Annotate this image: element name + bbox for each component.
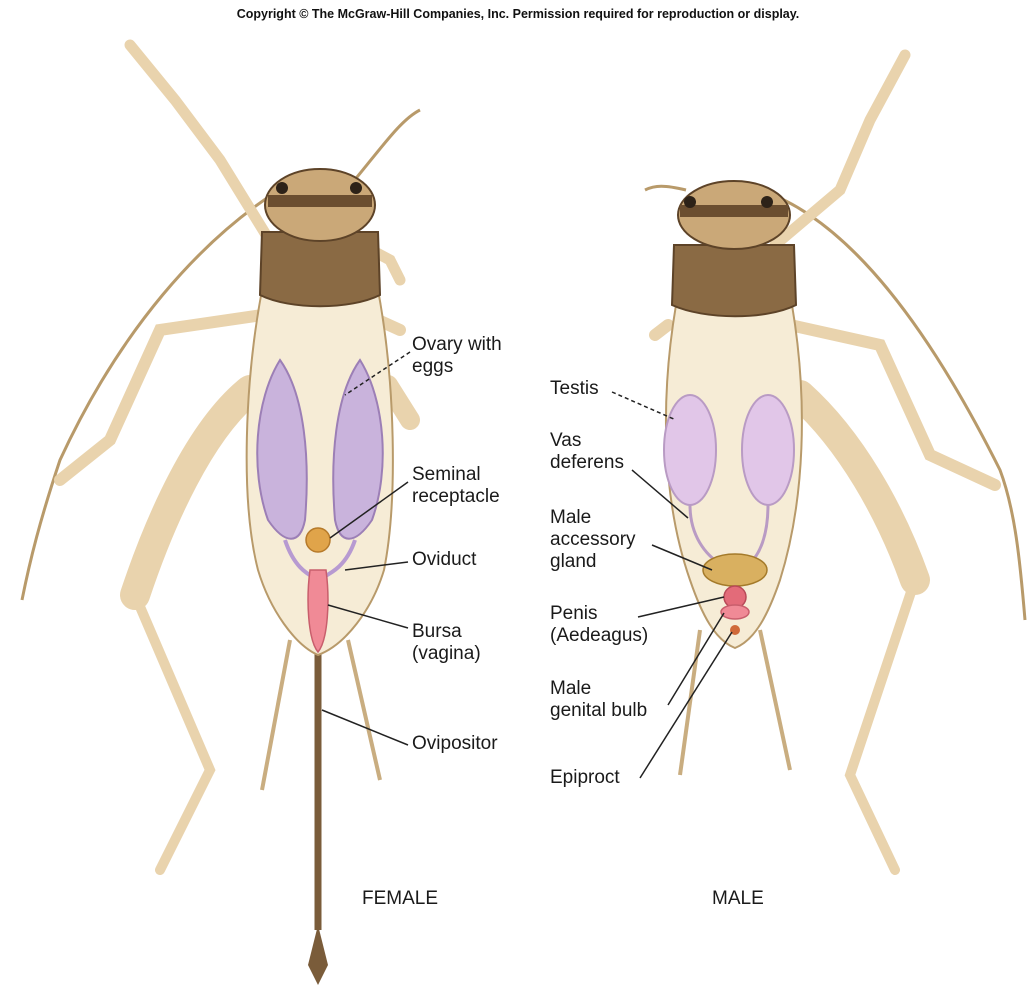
label-seminal-receptacle-line2: receptacle bbox=[412, 486, 500, 508]
male-right-hindleg-femur bbox=[800, 395, 915, 580]
female-caption: FEMALE bbox=[362, 888, 438, 910]
female-left-foreleg bbox=[130, 45, 268, 238]
leader-epiproct bbox=[640, 632, 732, 778]
label-penis-line2: (Aedeagus) bbox=[550, 625, 648, 647]
label-oviduct-line1: Oviduct bbox=[412, 549, 476, 571]
male-left-legs-stub bbox=[655, 325, 668, 335]
label-testis-line1: Testis bbox=[550, 378, 599, 400]
male-accessory-gland bbox=[703, 554, 767, 586]
female-head-band bbox=[268, 195, 372, 207]
male-cricket bbox=[645, 55, 1025, 870]
female-left-cercus bbox=[262, 640, 290, 790]
label-accessory-gland: Male accessory gland bbox=[550, 507, 636, 573]
label-seminal-receptacle: Seminal receptacle bbox=[412, 464, 500, 508]
male-right-foreleg bbox=[775, 55, 905, 245]
female-right-cercus bbox=[348, 640, 380, 780]
label-genital-bulb-line2: genital bulb bbox=[550, 700, 647, 722]
male-left-testis bbox=[664, 395, 716, 505]
male-left-eye bbox=[684, 196, 696, 208]
male-pronotum bbox=[672, 245, 796, 316]
male-left-antenna bbox=[645, 186, 686, 190]
label-vas-deferens-line1: Vas bbox=[550, 430, 624, 452]
label-oviduct: Oviduct bbox=[412, 549, 476, 571]
female-seminal-receptacle bbox=[306, 528, 330, 552]
label-vas-deferens-line2: deferens bbox=[550, 452, 624, 474]
male-right-hindleg-tibia bbox=[850, 580, 915, 870]
male-right-eye bbox=[761, 196, 773, 208]
male-left-cercus bbox=[680, 630, 700, 775]
female-pronotum bbox=[260, 232, 380, 306]
label-penis-line1: Penis bbox=[550, 603, 648, 625]
label-ovipositor: Ovipositor bbox=[412, 733, 498, 755]
label-seminal-receptacle-line1: Seminal bbox=[412, 464, 500, 486]
label-ovary-line2: eggs bbox=[412, 356, 502, 378]
label-ovipositor-line1: Ovipositor bbox=[412, 733, 498, 755]
label-accessory-gland-line2: accessory bbox=[550, 529, 636, 551]
label-bursa-line2: (vagina) bbox=[412, 643, 481, 665]
label-penis: Penis (Aedeagus) bbox=[550, 603, 648, 647]
male-right-cercus bbox=[760, 630, 790, 770]
female-ovipositor-tip bbox=[308, 925, 328, 985]
label-genital-bulb-line1: Male bbox=[550, 678, 647, 700]
female-left-eye bbox=[276, 182, 288, 194]
male-caption: MALE bbox=[712, 888, 764, 910]
label-testis: Testis bbox=[550, 378, 599, 400]
label-bursa-line1: Bursa bbox=[412, 621, 481, 643]
female-left-hindleg-tibia bbox=[135, 595, 210, 870]
label-accessory-gland-line1: Male bbox=[550, 507, 636, 529]
label-vas-deferens: Vas deferens bbox=[550, 430, 624, 474]
label-accessory-gland-line3: gland bbox=[550, 551, 636, 573]
female-right-eye bbox=[350, 182, 362, 194]
male-head-band bbox=[680, 205, 788, 217]
label-ovary-line1: Ovary with bbox=[412, 334, 502, 356]
label-bursa: Bursa (vagina) bbox=[412, 621, 481, 665]
label-ovary: Ovary with eggs bbox=[412, 334, 502, 378]
male-right-testis bbox=[742, 395, 794, 505]
label-genital-bulb: Male genital bulb bbox=[550, 678, 647, 722]
female-left-hindleg-femur bbox=[135, 390, 250, 595]
label-epiproct: Epiproct bbox=[550, 767, 620, 789]
female-cricket bbox=[22, 45, 420, 985]
female-right-antenna bbox=[348, 110, 420, 188]
male-genital-bulb bbox=[721, 605, 749, 619]
label-epiproct-line1: Epiproct bbox=[550, 767, 620, 789]
